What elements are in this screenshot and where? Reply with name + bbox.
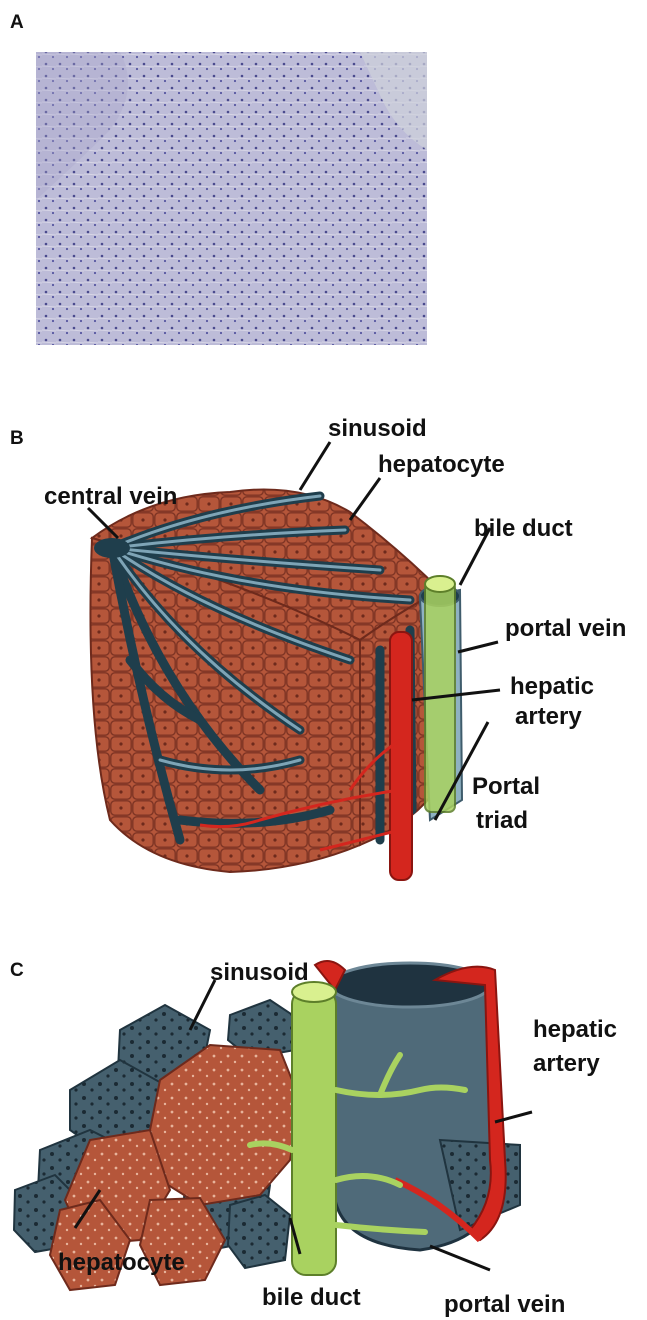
- b-label-hepatocyte: hepatocyte: [378, 450, 505, 479]
- liver-lobule-diagram: [0, 400, 647, 900]
- c-label-portal-vein: portal vein: [444, 1290, 565, 1319]
- b-label-bile-duct: bile duct: [474, 514, 573, 543]
- b-label-sinusoid: sinusoid: [328, 414, 427, 443]
- histology-micrograph: [0, 0, 647, 350]
- central-vein: [94, 538, 130, 558]
- b-label-hepatic-artery-2: artery: [515, 702, 582, 731]
- b-label-hepatic-artery-1: hepatic: [510, 672, 594, 701]
- c-label-hepatic-artery-1: hepatic: [533, 1015, 617, 1044]
- c-label-hepatic-artery-2: artery: [533, 1049, 600, 1078]
- b-label-portal-vein: portal vein: [505, 614, 626, 643]
- b-label-portal-triad-2: triad: [476, 806, 528, 835]
- c-label-sinusoid: sinusoid: [210, 958, 309, 987]
- c-label-bile-duct: bile duct: [262, 1283, 361, 1312]
- b-label-central-vein: central vein: [44, 482, 177, 511]
- b-label-portal-triad-1: Portal: [472, 772, 540, 801]
- bile-duct: [292, 990, 336, 1275]
- c-label-hepatocyte: hepatocyte: [58, 1248, 185, 1277]
- hepatic-artery: [390, 632, 412, 880]
